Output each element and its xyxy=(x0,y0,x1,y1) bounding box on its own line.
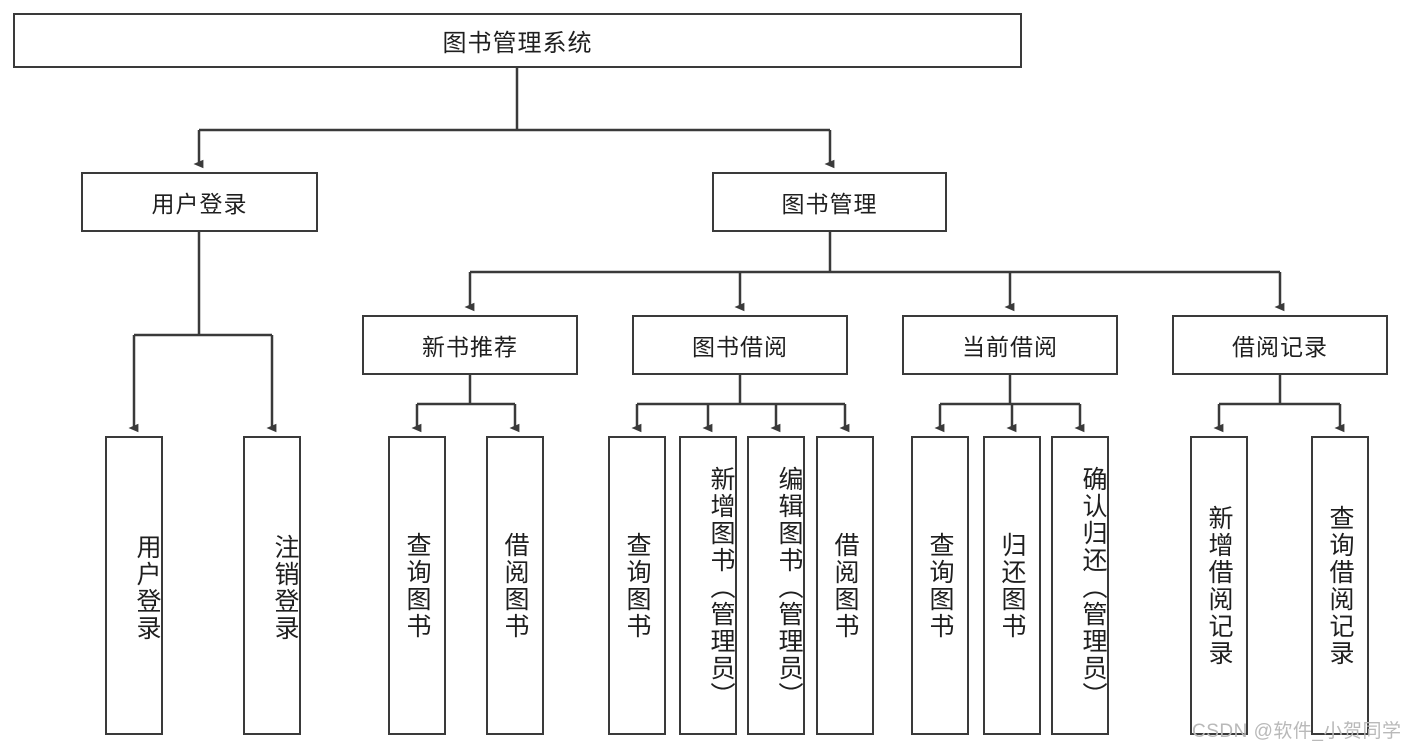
leaf-label: 注销登录 xyxy=(271,533,299,642)
watermark-text: CSDN @软件_小贺同学 xyxy=(1192,721,1402,742)
leaf-label: 查询图书 xyxy=(403,531,431,640)
node-book-borrow[interactable]: 图书借阅 xyxy=(632,315,848,375)
leaf-confirm-return-admin[interactable]: 确认归还（管理员） xyxy=(1051,436,1109,735)
leaf-label: 确认归还（管理员） xyxy=(1079,466,1107,709)
leaf-return-book[interactable]: 归还图书 xyxy=(983,436,1041,735)
node-user-login[interactable]: 用户登录 xyxy=(81,172,318,232)
node-new-book-recommend[interactable]: 新书推荐 xyxy=(362,315,578,375)
node-current-borrow[interactable]: 当前借阅 xyxy=(902,315,1118,375)
leaf-borrow-book-recommend[interactable]: 借阅图书 xyxy=(486,436,544,735)
leaf-query-book-borrow[interactable]: 查询图书 xyxy=(608,436,666,735)
leaf-query-book-recommend[interactable]: 查询图书 xyxy=(388,436,446,735)
leaf-query-book-current[interactable]: 查询图书 xyxy=(911,436,969,735)
leaf-label: 用户登录 xyxy=(133,533,161,642)
leaf-logout-login[interactable]: 注销登录 xyxy=(243,436,301,735)
leaf-query-borrow-record[interactable]: 查询借阅记录 xyxy=(1311,436,1369,735)
leaf-label: 新增图书（管理员） xyxy=(707,466,735,709)
leaf-label: 借阅图书 xyxy=(501,531,529,640)
node-book-manage[interactable]: 图书管理 xyxy=(712,172,947,232)
leaf-label: 查询借阅记录 xyxy=(1326,504,1354,667)
leaf-label: 新增借阅记录 xyxy=(1205,504,1233,667)
leaf-borrow-book[interactable]: 借阅图书 xyxy=(816,436,874,735)
leaf-label: 归还图书 xyxy=(998,531,1026,640)
leaf-label: 查询图书 xyxy=(926,531,954,640)
leaf-user-login[interactable]: 用户登录 xyxy=(105,436,163,735)
node-borrow-record[interactable]: 借阅记录 xyxy=(1172,315,1388,375)
leaf-add-borrow-record[interactable]: 新增借阅记录 xyxy=(1190,436,1248,735)
leaf-edit-book-admin[interactable]: 编辑图书（管理员） xyxy=(747,436,805,735)
leaf-label: 查询图书 xyxy=(623,531,651,640)
leaf-label: 借阅图书 xyxy=(831,531,859,640)
node-root[interactable]: 图书管理系统 xyxy=(13,13,1022,68)
leaf-label: 编辑图书（管理员） xyxy=(775,466,803,709)
leaf-add-book-admin[interactable]: 新增图书（管理员） xyxy=(679,436,737,735)
